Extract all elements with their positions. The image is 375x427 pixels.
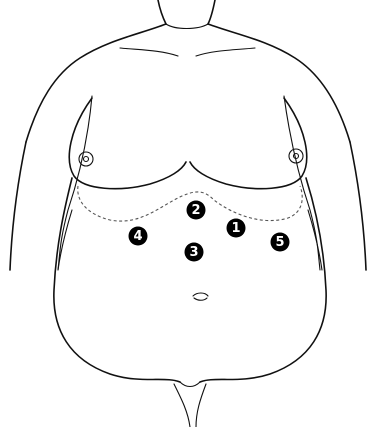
marker-2-label: 2 (191, 203, 200, 218)
marker-4: 4 (129, 227, 148, 246)
marker-1-label: 1 (231, 221, 240, 236)
marker-3: 3 (185, 243, 204, 262)
navel (193, 293, 208, 300)
shoulder-outline (26, 24, 350, 142)
breast-outline (69, 98, 306, 189)
marker-4-label: 4 (133, 229, 142, 244)
left-nipple (79, 152, 93, 166)
marker-2: 2 (187, 201, 206, 220)
marker-layer: 1 2 3 4 5 (129, 201, 290, 262)
marker-5-label: 5 (275, 235, 284, 250)
marker-5: 5 (271, 233, 290, 252)
marker-3-label: 3 (189, 245, 198, 260)
marker-1: 1 (227, 219, 246, 238)
